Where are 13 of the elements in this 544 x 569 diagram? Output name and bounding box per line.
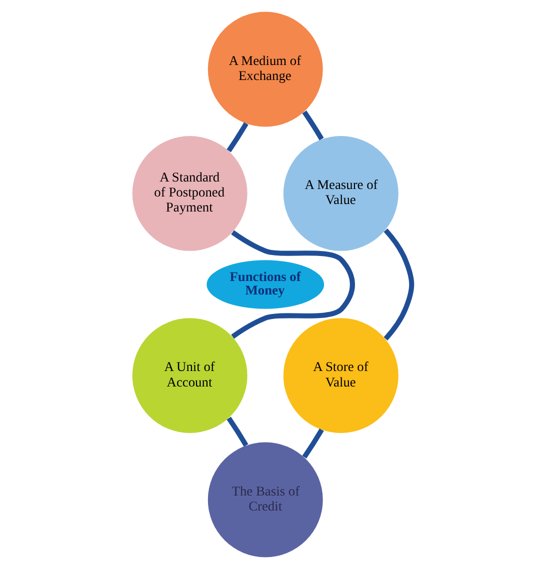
connector — [226, 122, 248, 152]
connector — [384, 228, 414, 340]
node-circle: A Store of Value — [283, 318, 398, 434]
node-circle: A Medium of Exchange — [208, 12, 323, 127]
connector — [302, 428, 324, 459]
node-circle: A Unit of Account — [132, 318, 248, 434]
node-circle: The Basis of Credit — [208, 442, 323, 558]
connector — [302, 110, 324, 140]
connector — [226, 416, 248, 447]
node-circle: A Measure of Value — [283, 136, 398, 251]
node-circle: A Standard of Postponed Payment — [132, 136, 248, 251]
node-ellipse: Functions of Money — [206, 260, 324, 309]
connector — [231, 230, 355, 339]
